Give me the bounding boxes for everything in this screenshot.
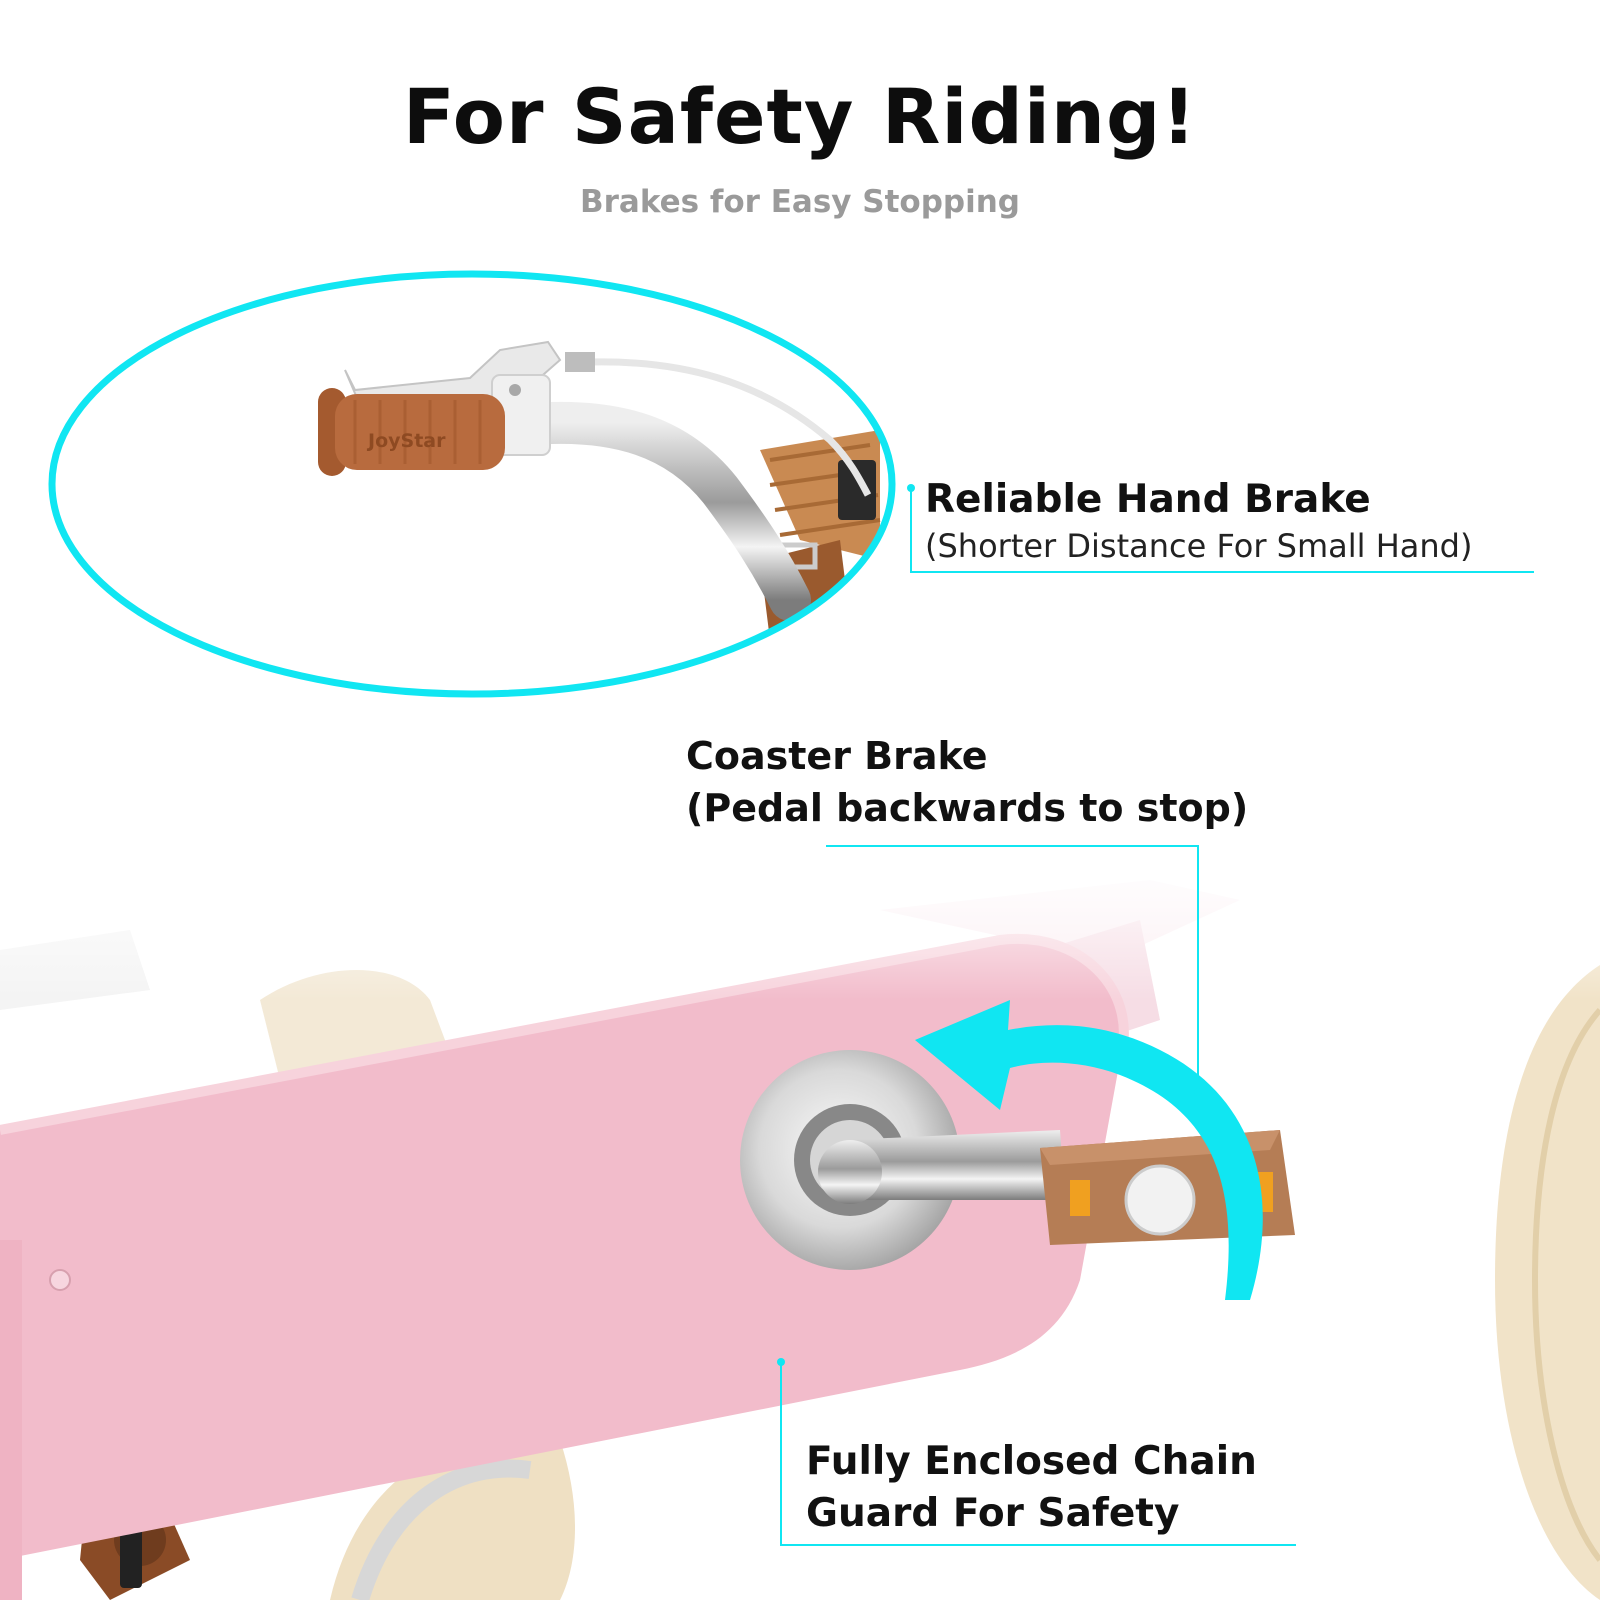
chain-guard-callout: Fully Enclosed Chain Guard For Safety [806, 1436, 1257, 1540]
chain-guard-line1: Fully Enclosed Chain [806, 1439, 1257, 1484]
handlebar [499, 401, 811, 621]
chain-guard-line2: Guard For Safety [806, 1491, 1180, 1536]
hand-brake-leader [907, 484, 1534, 573]
page-subtitle: Brakes for Easy Stopping [579, 184, 1020, 220]
page-title: For Safety Riding! [402, 72, 1198, 161]
front-tire [1495, 965, 1600, 1600]
hand-brake-title: Reliable Hand Brake [925, 477, 1371, 522]
chain-guard-leader [777, 1358, 1296, 1546]
hand-brake-callout: Reliable Hand Brake (Shorter Distance Fo… [925, 476, 1472, 568]
bike-closeup [0, 860, 1600, 1600]
brake-lever [344, 340, 595, 456]
hand-brake-closeup: JoyStar [0, 250, 960, 720]
brown-grip: JoyStar [318, 388, 505, 476]
crank-arm [845, 1130, 1065, 1200]
hand-brake-note: (Shorter Distance For Small Hand) [925, 527, 1473, 565]
coaster-brake-note: (Pedal backwards to stop) [686, 786, 1249, 830]
coaster-brake-callout: Coaster Brake (Pedal backwards to stop) [686, 730, 1248, 834]
coaster-brake-leader [826, 845, 1202, 1096]
grip-logo: JoyStar [366, 430, 446, 452]
coaster-brake-title: Coaster Brake [686, 734, 988, 778]
brake-cable [589, 358, 872, 497]
zoom-circle [48, 270, 896, 698]
backpedal-arrow [915, 1000, 1263, 1300]
